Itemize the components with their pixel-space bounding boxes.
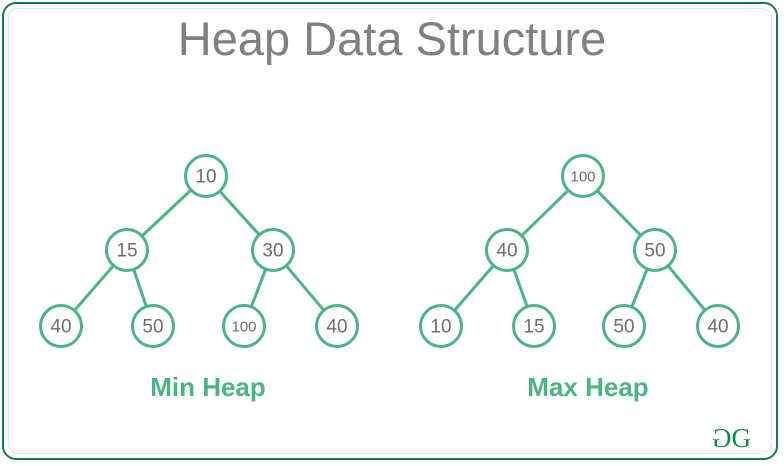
node-circle — [696, 304, 740, 348]
node-circle — [561, 154, 605, 198]
max-heap-tree: 100 40 50 10 15 50 40 — [419, 154, 740, 348]
max-heap-edge — [520, 188, 570, 238]
node-circle — [602, 304, 646, 348]
max-heap-label: Max Heap — [527, 372, 649, 402]
node-value: 15 — [523, 317, 544, 338]
min-heap-node: 50 — [131, 304, 175, 348]
max-heap-node: 10 — [419, 304, 463, 348]
node-value: 50 — [142, 317, 163, 338]
node-value: 40 — [707, 317, 728, 338]
node-circle — [251, 228, 295, 272]
node-value: 30 — [262, 241, 283, 262]
node-circle — [222, 304, 266, 348]
page-title: Heap Data Structure — [177, 12, 607, 65]
min-heap-edge — [140, 188, 193, 238]
node-value: 40 — [496, 241, 517, 262]
max-heap-node: 40 — [696, 304, 740, 348]
min-heap-node: 40 — [39, 304, 83, 348]
node-circle — [315, 304, 359, 348]
min-heap-node: 100 — [222, 304, 266, 348]
min-heap-tree: 10 15 30 40 50 100 40 — [39, 154, 359, 348]
node-value: 40 — [326, 317, 347, 338]
node-value: 40 — [50, 317, 71, 338]
min-heap-node: 15 — [105, 228, 149, 272]
logo-g-mirrored: G — [712, 423, 732, 453]
node-circle — [105, 228, 149, 272]
min-heap-label: Min Heap — [150, 372, 266, 402]
node-value: 10 — [195, 167, 216, 188]
min-heap-edge — [132, 267, 148, 309]
max-heap-edge — [452, 263, 496, 313]
node-value: 100 — [570, 169, 595, 186]
logo-g-second: G — [731, 423, 752, 453]
max-heap-node: 15 — [512, 304, 556, 348]
node-circle — [485, 228, 529, 272]
node-circle — [419, 304, 463, 348]
max-heap-edge — [512, 267, 529, 309]
min-heap-node: 40 — [315, 304, 359, 348]
node-circle — [633, 228, 677, 272]
max-heap-node: 40 — [485, 228, 529, 272]
min-heap-node: 10 — [184, 154, 228, 198]
max-heap-edge — [595, 189, 643, 237]
node-value: 100 — [231, 319, 256, 336]
min-heap-node: 30 — [251, 228, 295, 272]
node-circle — [184, 154, 228, 198]
max-heap-node: 100 — [561, 154, 605, 198]
max-heap-node: 50 — [633, 228, 677, 272]
node-circle — [512, 304, 556, 348]
geeksforgeeks-logo: GG — [712, 422, 768, 454]
node-value: 50 — [613, 317, 634, 338]
node-value: 10 — [430, 317, 451, 338]
node-value: 15 — [116, 241, 137, 262]
max-heap-edge — [666, 264, 707, 312]
max-heap-edge — [630, 267, 649, 309]
node-value: 50 — [644, 241, 665, 262]
min-heap-edge — [72, 263, 116, 313]
node-circle — [131, 304, 175, 348]
min-heap-edge — [284, 264, 326, 312]
max-heap-node: 50 — [602, 304, 646, 348]
min-heap-edge — [249, 267, 268, 309]
min-heap-edge — [218, 189, 261, 237]
node-circle — [39, 304, 83, 348]
